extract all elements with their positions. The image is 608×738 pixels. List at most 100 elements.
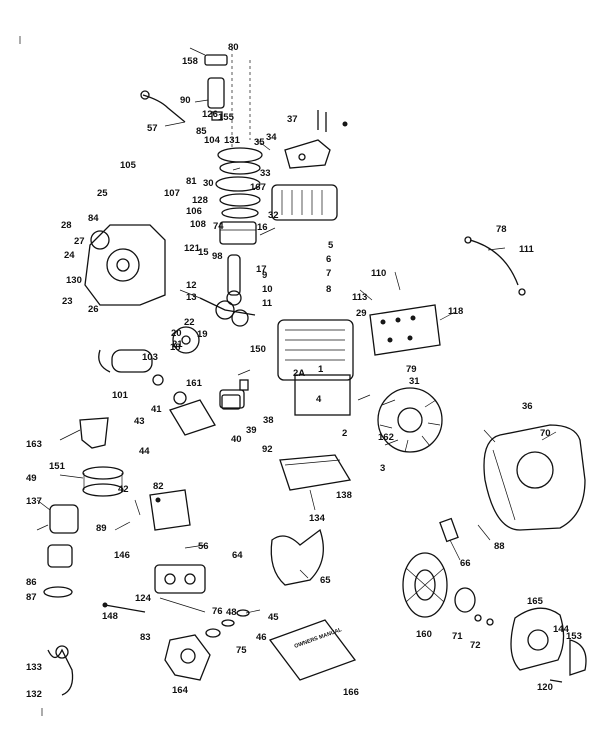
callout-label: 88 bbox=[494, 541, 505, 552]
callout-label: 79 bbox=[406, 364, 417, 375]
callout-label: 92 bbox=[262, 444, 273, 455]
callout-label: 106 bbox=[186, 206, 202, 217]
callout-label: 21 bbox=[172, 339, 183, 350]
callout-label: 103 bbox=[142, 352, 158, 363]
starter-cup bbox=[454, 587, 494, 626]
callout-label: 118 bbox=[448, 306, 463, 317]
callout-label: 111 bbox=[519, 244, 535, 255]
callout-label: 151 bbox=[49, 461, 66, 472]
callout-label: 124 bbox=[135, 593, 152, 604]
callout-label: 89 bbox=[96, 523, 107, 534]
callout-label: 131 bbox=[224, 135, 241, 146]
callout-label: 78 bbox=[496, 224, 507, 235]
callout-label: 155 bbox=[218, 112, 235, 123]
callout-label: 37 bbox=[287, 114, 298, 125]
camshaft-gear bbox=[172, 326, 200, 354]
callout-label: 33 bbox=[260, 168, 271, 179]
base-plate bbox=[279, 454, 352, 491]
callout-label: 1 bbox=[318, 364, 324, 375]
owners-manual: OWNERS MANUAL bbox=[268, 619, 357, 681]
callout-label: 5 bbox=[328, 240, 334, 251]
cylinder-head-cover bbox=[284, 139, 331, 169]
callout-label: 138 bbox=[336, 490, 352, 501]
callout-label: 107 bbox=[164, 188, 180, 199]
callout-label: 32 bbox=[268, 210, 279, 221]
throttle-link bbox=[464, 236, 526, 296]
callout-label: 104 bbox=[204, 135, 221, 146]
callout-label: 35 bbox=[254, 137, 265, 148]
callout-label: 72 bbox=[470, 640, 481, 651]
callout-label: 26 bbox=[88, 304, 99, 315]
leader-lines bbox=[36, 47, 557, 614]
callout-label: 41 bbox=[151, 404, 162, 415]
callout-label: 126 bbox=[202, 109, 218, 120]
callout-label: 24 bbox=[64, 250, 75, 261]
governor-link bbox=[159, 544, 206, 613]
callout-label: 110 bbox=[371, 268, 386, 279]
callout-label: 137 bbox=[26, 496, 42, 507]
air-filter-stack bbox=[43, 504, 79, 696]
callout-label: 31 bbox=[409, 376, 420, 387]
callout-label: 44 bbox=[139, 446, 150, 457]
callout-label: 105 bbox=[120, 160, 137, 171]
callout-label: 85 bbox=[196, 126, 207, 137]
callout-label: 13 bbox=[186, 292, 197, 303]
callout-label: 12 bbox=[186, 280, 197, 291]
carburetor bbox=[154, 564, 211, 681]
callout-label: 56 bbox=[198, 541, 209, 552]
fuel-shutoff-valve bbox=[221, 379, 249, 410]
callout-label: 57 bbox=[147, 123, 158, 134]
callout-label: 80 bbox=[228, 42, 239, 53]
callout-label: 46 bbox=[256, 632, 267, 643]
callout-label: 128 bbox=[192, 195, 208, 206]
crankshaft bbox=[179, 289, 256, 327]
cylinder-block bbox=[277, 319, 354, 416]
callout-label: 40 bbox=[231, 434, 242, 445]
callout-label: 76 bbox=[212, 606, 223, 617]
callout-label: 9 bbox=[262, 270, 267, 281]
blower-housing bbox=[483, 424, 586, 531]
callout-label: 158 bbox=[182, 56, 198, 67]
callout-label: 165 bbox=[527, 596, 544, 607]
callout-label: 86 bbox=[26, 577, 37, 588]
callout-label: 17 bbox=[256, 264, 267, 275]
callout-label: 90 bbox=[180, 95, 191, 106]
callout-label: 39 bbox=[246, 425, 257, 436]
callout-label: 7 bbox=[326, 268, 331, 279]
callout-label: 98 bbox=[212, 251, 223, 262]
muffler bbox=[98, 349, 164, 386]
callout-label: 36 bbox=[522, 401, 533, 412]
callout-label: 120 bbox=[537, 682, 553, 693]
callout-label: 71 bbox=[452, 631, 463, 642]
callout-label: 65 bbox=[320, 575, 331, 586]
callout-label: 49 bbox=[26, 473, 37, 484]
callout-label: 38 bbox=[263, 415, 274, 426]
shroud-plate bbox=[369, 304, 441, 356]
valve-spring-stack bbox=[204, 48, 263, 219]
fuel-tank-bracket bbox=[149, 489, 191, 531]
flywheel bbox=[377, 387, 443, 453]
callout-label: 19 bbox=[197, 329, 208, 340]
callout-label: 113 bbox=[352, 292, 367, 303]
callout-label: 74 bbox=[213, 221, 224, 232]
throttle-rod bbox=[102, 602, 146, 613]
callout-label: 130 bbox=[66, 275, 82, 286]
callout-label: 20 bbox=[171, 328, 182, 339]
callout-label: 81 bbox=[186, 176, 197, 187]
callout-label: 160 bbox=[416, 629, 432, 640]
head-bolts bbox=[317, 110, 348, 132]
callout-label: 166 bbox=[343, 687, 359, 698]
callout-label: 6 bbox=[326, 254, 331, 265]
callout-label: 4 bbox=[316, 394, 322, 405]
callout-label: 146 bbox=[114, 550, 130, 561]
rewind-starter-housing bbox=[510, 607, 587, 683]
callout-label: 167 bbox=[250, 182, 266, 193]
callout-label: 29 bbox=[356, 308, 367, 319]
callout-label: 75 bbox=[236, 645, 247, 656]
callout-label: 48 bbox=[226, 607, 237, 618]
breather-tube bbox=[140, 90, 186, 123]
callout-label: 11 bbox=[262, 298, 273, 309]
corner-marks bbox=[19, 36, 43, 716]
callout-label: 121 bbox=[184, 243, 201, 254]
callout-labels: 1 2 2A 3 4 5 6 7 8 9 10 11 12 13 15 16 1… bbox=[26, 42, 582, 700]
